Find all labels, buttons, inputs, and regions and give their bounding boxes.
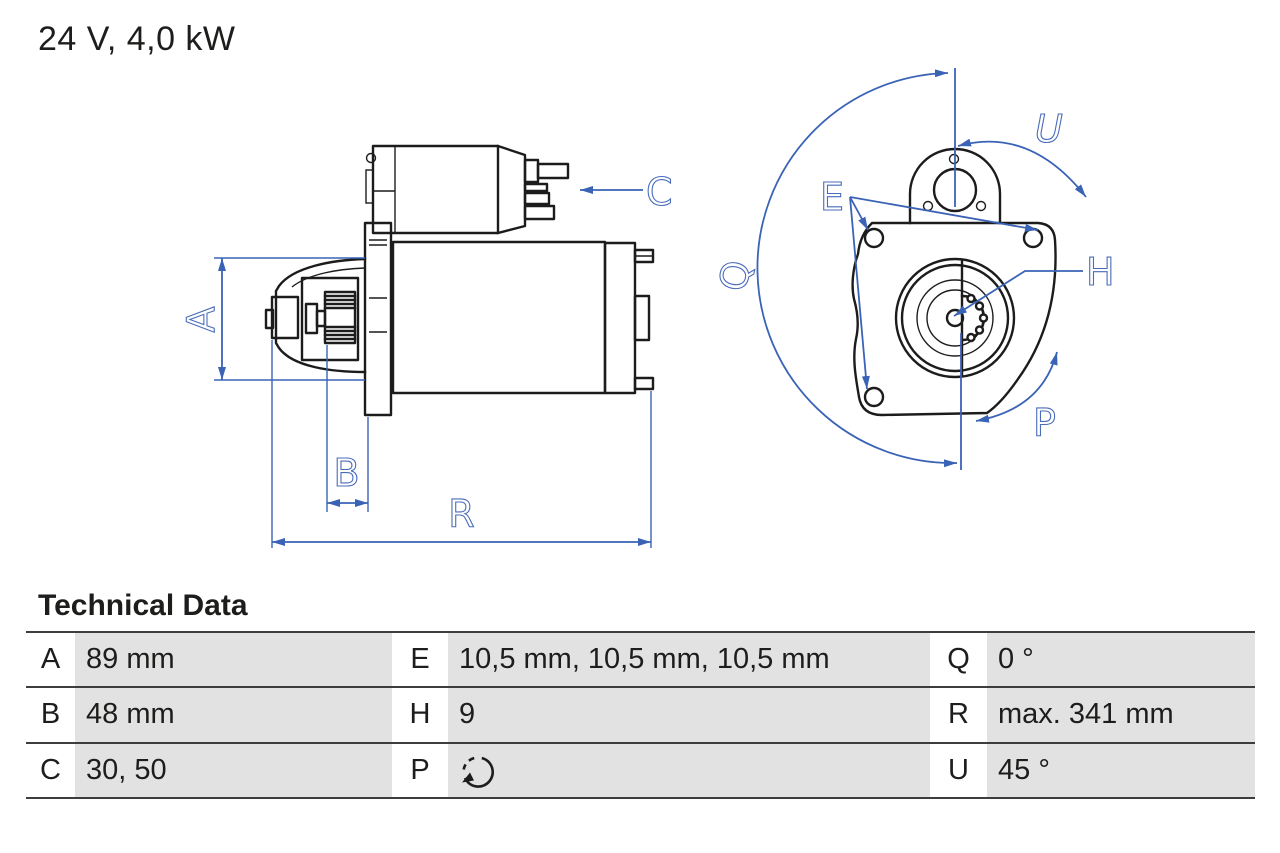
table-row: C 30, 50 P U 45 ° bbox=[26, 741, 1255, 797]
dim-value-U: 45 ° bbox=[987, 743, 1255, 797]
solenoid-outline bbox=[365, 144, 570, 235]
dimension-label-E: E bbox=[820, 175, 845, 219]
dimension-U: U bbox=[957, 106, 1087, 198]
front-view: Q U E H P bbox=[710, 68, 1116, 470]
dimension-label-B: B bbox=[333, 451, 360, 495]
dim-value-E: 10,5 mm, 10,5 mm, 10,5 mm bbox=[448, 633, 930, 687]
dimension-A: A bbox=[178, 257, 365, 381]
dimension-H: H bbox=[953, 249, 1116, 317]
counterclockwise-rotation-icon bbox=[462, 757, 495, 789]
dim-key-B: B bbox=[26, 688, 75, 742]
dimension-E: E bbox=[819, 174, 1039, 390]
table-row: B 48 mm H 9 R max. 341 mm bbox=[26, 686, 1255, 742]
dim-value-C: 30, 50 bbox=[75, 743, 392, 797]
dimension-label-R: R bbox=[448, 492, 475, 536]
front-flange bbox=[851, 221, 1057, 417]
dim-key-C: C bbox=[26, 743, 75, 797]
table-row: A 89 mm E 10,5 mm, 10,5 mm, 10,5 mm Q 0 … bbox=[26, 631, 1255, 687]
dim-value-Q: 0 ° bbox=[987, 633, 1255, 687]
dim-key-U: U bbox=[930, 743, 987, 797]
side-view: A B R C bbox=[178, 144, 674, 548]
dim-value-R: max. 341 mm bbox=[987, 688, 1255, 742]
dim-key-A: A bbox=[26, 633, 75, 687]
dim-key-P: P bbox=[392, 743, 448, 797]
dimension-label-Q: Q bbox=[711, 256, 760, 295]
motor-body bbox=[391, 240, 655, 395]
center-boss-gear bbox=[894, 257, 1016, 379]
dim-value-P bbox=[448, 743, 930, 797]
dim-value-B: 48 mm bbox=[75, 688, 392, 742]
dimension-label-U: U bbox=[1035, 107, 1064, 151]
dim-key-Q: Q bbox=[930, 633, 987, 687]
technical-data-table: A 89 mm E 10,5 mm, 10,5 mm, 10,5 mm Q 0 … bbox=[26, 631, 1255, 799]
dim-value-A: 89 mm bbox=[75, 633, 392, 687]
dim-value-H: 9 bbox=[448, 688, 930, 742]
dimension-P: P bbox=[975, 351, 1058, 446]
drive-end-pinion bbox=[264, 257, 367, 374]
page-title: 24 V, 4,0 kW bbox=[38, 20, 236, 58]
dimension-label-P: P bbox=[1033, 401, 1057, 445]
dimension-R: R bbox=[271, 340, 652, 548]
dimension-label-C: C bbox=[646, 170, 674, 214]
mounting-flange bbox=[363, 221, 393, 417]
technical-data-heading: Technical Data bbox=[38, 589, 248, 622]
dim-key-E: E bbox=[392, 633, 448, 687]
dim-key-H: H bbox=[392, 688, 448, 742]
dimension-label-A: A bbox=[179, 306, 223, 333]
dim-key-R: R bbox=[930, 688, 987, 742]
dimension-B: B bbox=[326, 345, 369, 512]
dimension-C: C bbox=[580, 169, 674, 215]
dimension-label-H: H bbox=[1086, 250, 1116, 294]
